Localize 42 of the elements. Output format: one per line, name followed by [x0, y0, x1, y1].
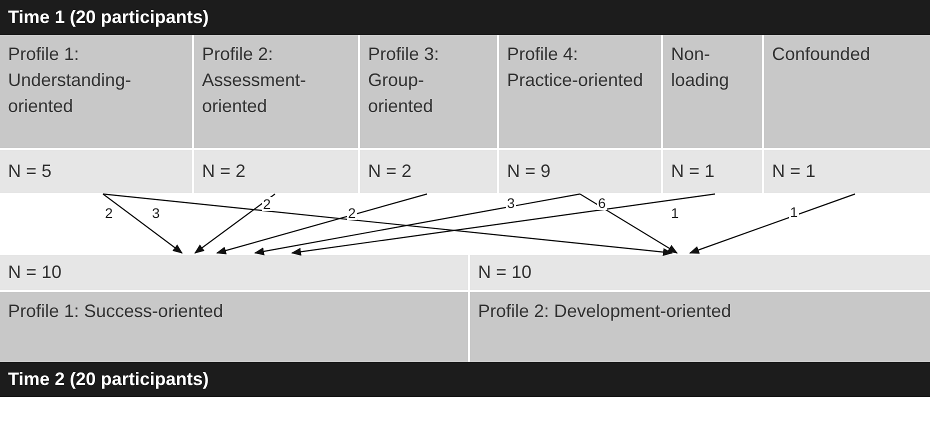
profile-name: Profile 2: Assessment-oriented — [201, 43, 308, 118]
count-cell: N = 1 — [663, 148, 762, 193]
count-cell: N = 9 — [499, 148, 661, 193]
count-cell: N = 1 — [764, 148, 930, 193]
arrow — [580, 193, 678, 254]
count-cell: N = 5 — [0, 148, 192, 193]
profile-column — [499, 35, 661, 193]
profile-column — [764, 35, 930, 193]
profile-column — [360, 35, 497, 193]
arrow — [216, 193, 428, 254]
profile-column — [0, 35, 192, 193]
count-cell: N = 2 — [360, 148, 497, 193]
profile-name: Profile 3: Group-oriented — [367, 43, 440, 118]
profile-column — [194, 35, 358, 193]
arrow — [102, 194, 183, 254]
arrow — [194, 194, 276, 254]
edge-label: 3 — [151, 206, 161, 220]
arrow — [689, 193, 856, 254]
profile-name: Profile 1: Success-oriented — [7, 300, 224, 323]
time-header-band: Time 1 (20 participants) — [0, 0, 930, 35]
edge-label: 1 — [670, 206, 680, 220]
profile-panel — [470, 255, 930, 362]
arrow — [254, 193, 580, 256]
arrow — [102, 193, 673, 256]
edge-label: 2 — [262, 197, 272, 211]
profile-name: Non-loading — [670, 43, 730, 92]
profile-name: Profile 2: Development-oriented — [477, 300, 732, 323]
edge-label: 2 — [104, 206, 114, 220]
arrow — [291, 193, 716, 256]
count-cell: N = 10 — [0, 255, 468, 292]
count-cell: N = 2 — [194, 148, 358, 193]
profile-name: Profile 4: Practice-oriented — [506, 43, 644, 92]
edge-label: 1 — [789, 205, 799, 219]
edge-label: 3 — [506, 196, 516, 210]
profile-name: Profile 1: Understanding-oriented — [7, 43, 132, 118]
profile-panel — [0, 255, 468, 362]
edge-label: 2 — [347, 206, 357, 220]
count-cell: N = 10 — [470, 255, 930, 292]
profile-column — [663, 35, 762, 193]
edge-label: 6 — [597, 196, 607, 210]
time-header-band: Time 2 (20 participants) — [0, 362, 930, 397]
profile-name: Confounded — [771, 43, 872, 66]
